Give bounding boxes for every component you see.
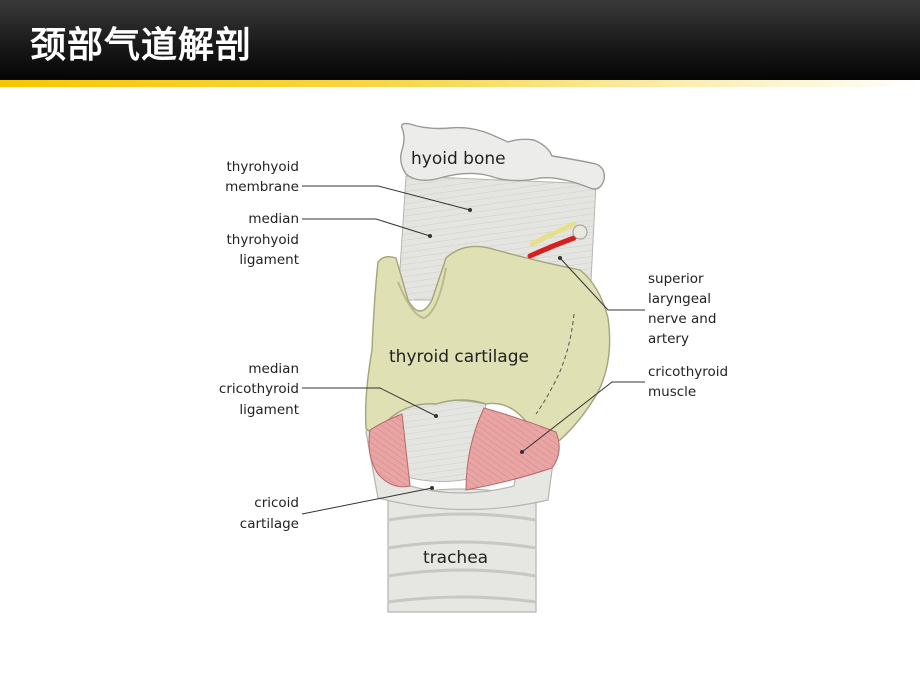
hyoid-bone-label: hyoid bone [411, 149, 506, 169]
label-line: membrane [225, 179, 299, 195]
label-thyrohyoid-membrane: thyrohyoid membrane [225, 159, 472, 212]
label-line: nerve and [648, 311, 716, 327]
label-median-cricothyroid-ligament: median cricothyroid ligament [219, 361, 438, 418]
trachea-label: trachea [423, 548, 488, 568]
leader-line [559, 257, 645, 311]
leader-dot [434, 414, 438, 418]
accent-strip [0, 80, 920, 87]
trachea [387, 488, 537, 613]
label-line: ligament [239, 402, 299, 418]
label-line: muscle [648, 384, 696, 400]
hyoid-bone [399, 122, 606, 190]
label-line: cartilage [240, 516, 299, 532]
label-line: ligament [239, 252, 299, 268]
leader-line [301, 487, 433, 515]
label-median-thyrohyoid-ligament: median thyrohyoid ligament [227, 211, 432, 268]
label-line: artery [648, 331, 689, 347]
leader-dot [468, 208, 472, 212]
label-line: laryngeal [648, 291, 711, 307]
thyroid-cartilage-label: thyroid cartilage [389, 347, 529, 367]
label-line: cricothyroid [219, 381, 299, 397]
leader-dot [430, 486, 434, 490]
title-bar: 颈部气道解剖 [0, 0, 920, 80]
cricothyroid-muscle-left [368, 413, 411, 488]
leader-line [302, 218, 431, 237]
label-superior-laryngeal: superior laryngeal nerve and artery [558, 256, 716, 347]
label-cricothyroid-muscle: cricothyroid muscle [520, 364, 728, 454]
superior-laryngeal-nerve-artery [527, 221, 588, 259]
thyroid-cartilage [364, 245, 611, 445]
leader-dot [558, 256, 562, 260]
leader-line [302, 185, 471, 211]
leader-dot [428, 234, 432, 238]
cricothyroid-ligament [395, 399, 487, 483]
label-line: median [248, 211, 299, 227]
label-line: thyrohyoid [227, 159, 299, 175]
label-line: median [248, 361, 299, 377]
slide-title: 颈部气道解剖 [30, 25, 253, 66]
label-line: cricoid [254, 495, 299, 511]
label-line: superior [648, 271, 704, 287]
label-line: cricothyroid [648, 364, 728, 380]
leader-line [521, 381, 645, 453]
cricothyroid-muscle-right [465, 407, 560, 491]
label-line: thyrohyoid [227, 232, 299, 248]
label-cricoid-cartilage: cricoid cartilage [240, 486, 434, 532]
leader-line [302, 387, 437, 417]
leader-dot [520, 450, 524, 454]
